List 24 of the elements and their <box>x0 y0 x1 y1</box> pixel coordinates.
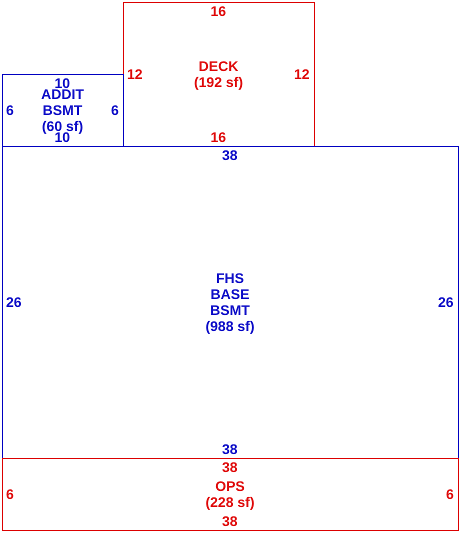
dimension-label: 6 <box>111 102 119 118</box>
room-outline <box>123 2 315 147</box>
dimension-label: 38 <box>222 459 238 475</box>
room-label: OPS <box>214 478 246 494</box>
room-label: FHS BASE BSMT <box>209 270 251 318</box>
area-label: (228 sf) <box>204 494 256 510</box>
dimension-label: 6 <box>446 486 454 502</box>
dimension-label: 26 <box>438 294 454 310</box>
dimension-label: 12 <box>127 66 143 82</box>
area-label: (988 sf) <box>204 318 256 334</box>
room-outline <box>2 146 459 459</box>
dimension-label: 12 <box>294 66 310 82</box>
room-label: DECK <box>198 58 240 74</box>
dimension-label: 16 <box>210 129 226 145</box>
dimension-label: 38 <box>222 513 238 529</box>
dimension-label: 6 <box>6 102 14 118</box>
dimension-label: 38 <box>222 441 238 457</box>
dimension-label: 26 <box>6 294 22 310</box>
dimension-label: 16 <box>210 3 226 19</box>
room-outline <box>2 458 459 531</box>
area-label: (192 sf) <box>192 74 244 90</box>
dimension-label: 6 <box>6 486 14 502</box>
room-outline <box>2 74 124 147</box>
dimension-label: 38 <box>222 147 238 163</box>
